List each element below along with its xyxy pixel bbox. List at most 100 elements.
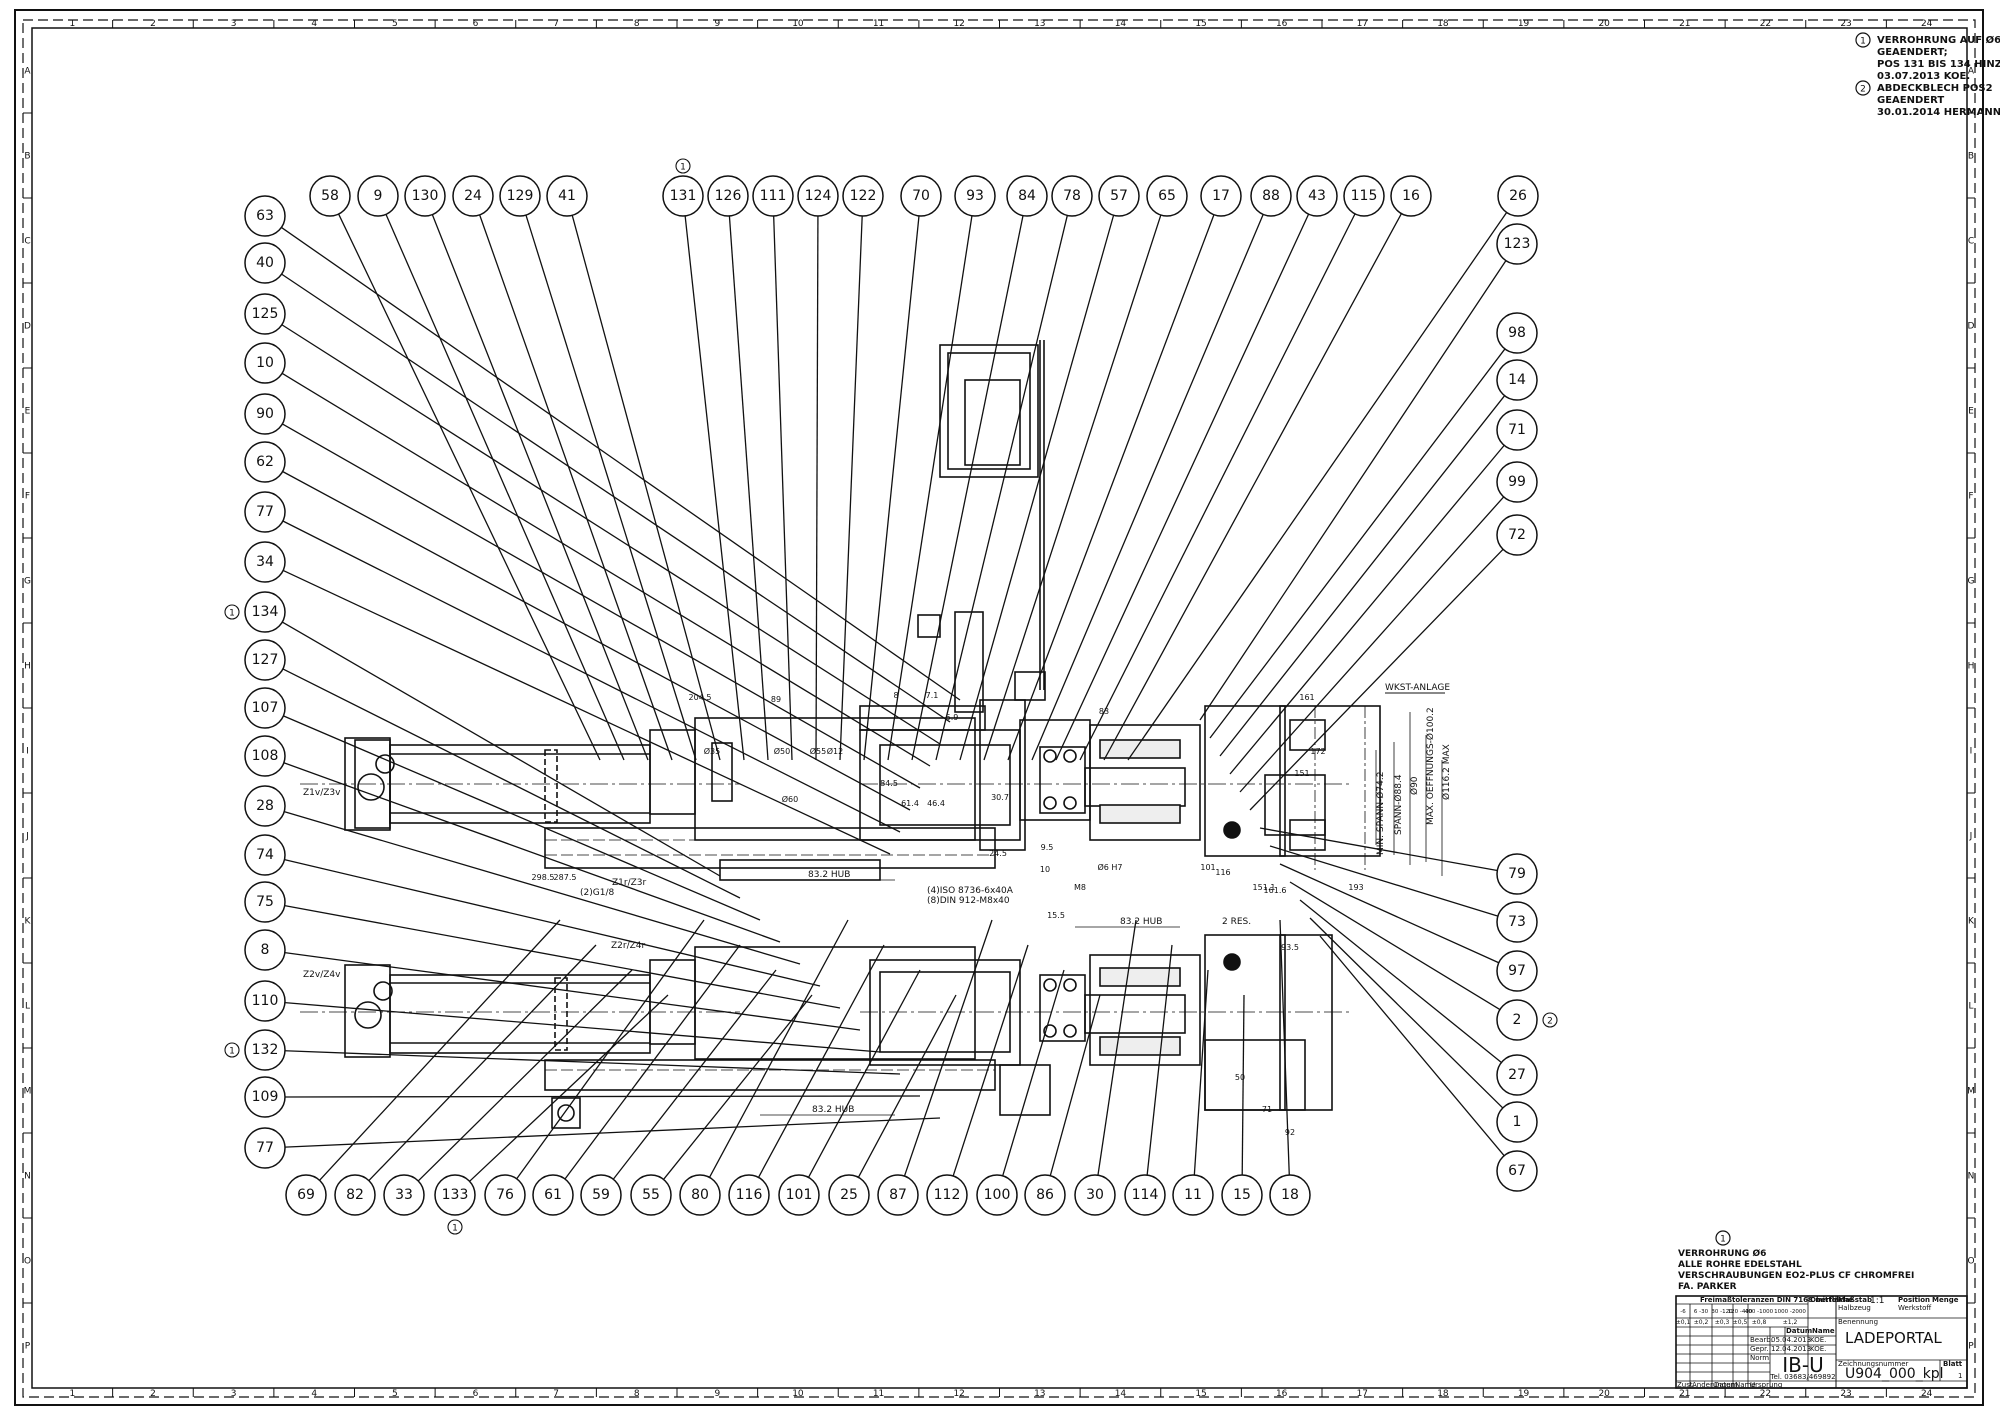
- number-label: Zeichnungsnummer: [1838, 1360, 1909, 1368]
- balloon-item-101: 101: [778, 1174, 820, 1216]
- revision-mark-icon: [447, 1219, 463, 1235]
- balloon-item-109: 109: [244, 1076, 286, 1118]
- balloon-circle: [1146, 175, 1188, 217]
- label-hub-2: 83.2 HUB: [1120, 917, 1162, 927]
- balloon-circle: [244, 195, 286, 237]
- balloon-circle: [244, 735, 286, 777]
- balloon-item-110: 110: [244, 980, 286, 1022]
- balloon-circle: [1496, 999, 1538, 1041]
- row-bearb-label: Bearb.: [1750, 1336, 1773, 1344]
- label-d90: Ø90: [1409, 776, 1420, 795]
- annotations: WKST-ANLAGE Z1v/Z3v Z1r/Z3r Z2v/Z4v Z2r/…: [303, 683, 1452, 1116]
- leader-line-84: [911, 215, 1024, 761]
- grid-col-bottom-4: 4: [311, 1389, 317, 1399]
- upper-gripper-body: [1204, 705, 1286, 857]
- grid-row-B: B: [24, 152, 30, 162]
- dimension-value: Ø35: [704, 746, 720, 756]
- leader-line-111: [773, 215, 793, 761]
- balloon-item-63: 63: [244, 195, 286, 237]
- balloon-circle: [1221, 1174, 1263, 1216]
- revision-mark-number: 1: [229, 609, 235, 619]
- grid-row-right-A: A: [1968, 67, 1975, 77]
- dimension-value: 151.1: [1253, 883, 1276, 892]
- leader-line-101: [807, 969, 921, 1178]
- grid-col-3: 3: [231, 19, 237, 29]
- balloon-number: 71: [1508, 422, 1526, 438]
- balloon-number: 28: [256, 798, 274, 814]
- balloon-item-98: 98: [1496, 312, 1538, 354]
- balloon-circle: [334, 1174, 376, 1216]
- balloon-number: 9: [374, 188, 383, 204]
- bearing-lower: [1039, 974, 1086, 1042]
- dimension-value: 10: [1040, 865, 1050, 874]
- revision-mark-number: 2: [1547, 1017, 1553, 1027]
- leader-line-129: [525, 214, 697, 761]
- label-port-z1v: Z1v/Z3v: [303, 788, 341, 798]
- revision-notes: 1 VERROHRUNG AUF Ø6 GEAENDERT; POS 131 B…: [1855, 32, 2000, 118]
- grid-col-15: 15: [1195, 19, 1206, 29]
- grid-row-right-M: M: [1967, 1087, 1975, 1097]
- balloon-number: 63: [256, 208, 274, 224]
- company-logo: IB-U: [1782, 1353, 1823, 1377]
- leader-line-10: [281, 372, 931, 767]
- grid-col-11: 11: [873, 19, 884, 29]
- balloon-circle: [309, 175, 351, 217]
- label-max-oeffnung: MAX. OEFFNUNGS-Ø100.2: [1425, 707, 1436, 825]
- balloon-item-84: 84: [1006, 175, 1048, 217]
- balloon-number: 90: [256, 406, 274, 422]
- balloon-number: 55: [642, 1187, 660, 1203]
- label-port-z2v: Z2v/Z4v: [303, 970, 341, 980]
- dimension-value: 15.5: [1047, 911, 1065, 920]
- leader-line-41: [571, 215, 721, 761]
- balloon-number: 98: [1508, 325, 1526, 341]
- leader-line-107: [283, 715, 761, 921]
- balloon-circle: [244, 687, 286, 729]
- balloon-number: 59: [592, 1187, 610, 1203]
- balloon-item-112: 112: [926, 1174, 968, 1216]
- leader-line-122: [839, 215, 863, 761]
- balloon-item-77: 77: [244, 491, 286, 533]
- leader-line-71: [1229, 444, 1505, 775]
- grid-col-21: 21: [1679, 19, 1690, 29]
- leader-line-108: [283, 762, 781, 943]
- balloon-number: 99: [1508, 474, 1526, 490]
- leader-line-132: [284, 1050, 901, 1075]
- balloon-circle: [1343, 175, 1385, 217]
- dimension-value: 204.5: [689, 693, 712, 702]
- balloon-circle: [1496, 853, 1538, 895]
- tolerance-value: ±0,1: [1676, 1319, 1691, 1326]
- balloon-item-87: 87: [877, 1174, 919, 1216]
- grid-col-bottom-13: 13: [1034, 1389, 1045, 1399]
- balloon-circle: [244, 980, 286, 1022]
- balloon-circle: [1496, 461, 1538, 503]
- drawing-number: U904_000_kpl: [1845, 1366, 1944, 1382]
- leader-line-93: [887, 215, 973, 761]
- grid-row-right-C: C: [1968, 237, 1974, 247]
- balloon-circle: [1296, 175, 1338, 217]
- balloon-number: 84: [1018, 188, 1036, 204]
- balloon-item-127: 127: [244, 639, 286, 681]
- balloon-circle: [1172, 1174, 1214, 1216]
- balloon-circle: [662, 175, 704, 217]
- leader-line-78: [935, 215, 1068, 761]
- balloon-number: 65: [1158, 188, 1176, 204]
- tolerance-range: 6 -30: [1694, 1309, 1709, 1315]
- sheet-label: Blatt: [1943, 1360, 1963, 1368]
- balloon-item-25: 25: [828, 1174, 870, 1216]
- balloon-item-9: 9: [357, 175, 399, 217]
- balloon-circle: [728, 1174, 770, 1216]
- grid-row-N: N: [24, 1172, 31, 1182]
- balloon-number: 82: [346, 1187, 364, 1203]
- balloon-number: 17: [1212, 188, 1230, 204]
- label-screw-iso: (4)ISO 8736-6x40A: [927, 886, 1014, 896]
- leader-line-63: [281, 226, 961, 701]
- grid-row-right-B: B: [1968, 152, 1974, 162]
- balloon-circle: [877, 1174, 919, 1216]
- balloon-circle: [1390, 175, 1432, 217]
- balloon-item-100: 100: [976, 1174, 1018, 1216]
- grid-zone-marks: 1122334455667788991010111112121313141415…: [23, 19, 1975, 1399]
- grid-col-1: 1: [69, 19, 75, 29]
- balloon-number: 69: [297, 1187, 315, 1203]
- balloon-number: 100: [984, 1187, 1011, 1203]
